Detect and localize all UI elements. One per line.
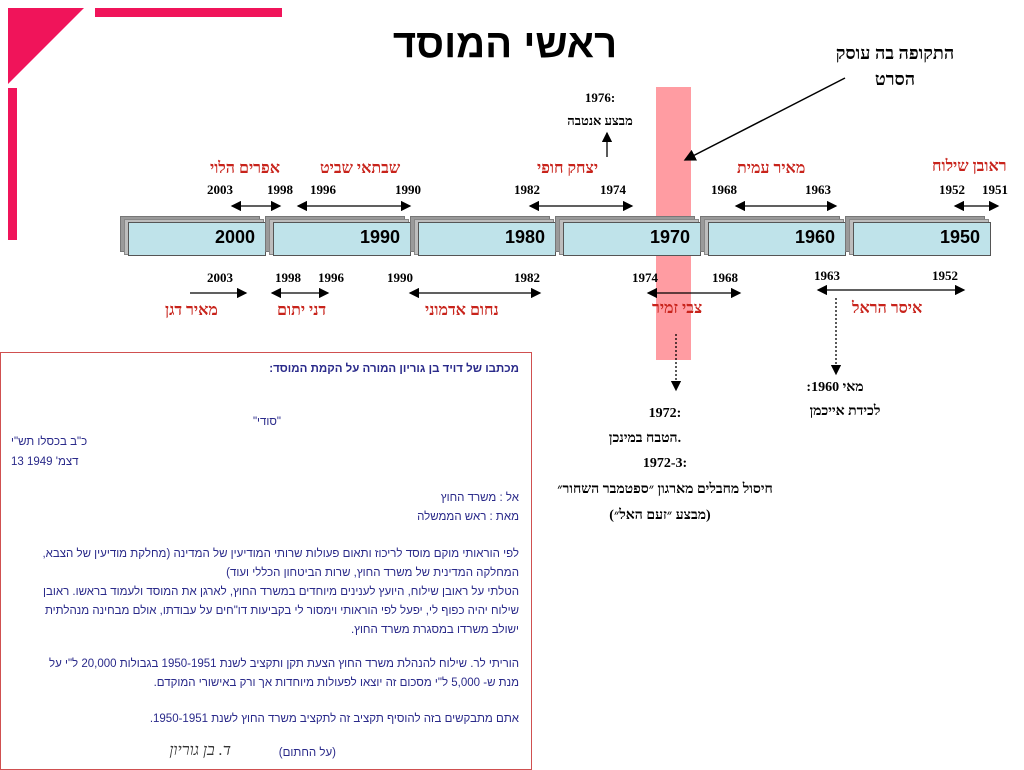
- ben-gurion-letter: מכתבו של דויד בן גוריון המורה על הקמת המ…: [0, 352, 532, 770]
- event-1976-text: מבצע אנטבה: [567, 113, 633, 128]
- letter-signature-label: (על החתום): [278, 747, 336, 759]
- wrath-operation: (מבצע ״זעם האל״): [609, 508, 711, 523]
- bottom-year: 1974: [632, 270, 658, 285]
- decorative-left-bar: [8, 88, 17, 240]
- head-year-to: 1952: [939, 182, 965, 197]
- decade-label: 2000: [214, 227, 255, 247]
- letter-paragraph: המחלקה המדינית של משרד החוץ, שרות הביטחו…: [226, 567, 519, 579]
- decade-box-1970: 1970: [555, 216, 701, 256]
- letter-paragraph: מנת ש- 5,000 ל"י מסכום זה יוצאו לפעולות …: [153, 677, 519, 689]
- letter-header: מכתבו של דויד בן גוריון המורה על הקמת המ…: [269, 363, 519, 375]
- head-name-zvi-zamir: צבי זמיר: [652, 300, 703, 317]
- bottom-year: 1998: [275, 270, 301, 285]
- head-year-from: 1998: [267, 182, 293, 197]
- bottom-year: 1996: [318, 270, 344, 285]
- wrath-year: :1972-3: [642, 456, 688, 471]
- head-name-shabtai-shavit: שבתאי שביט: [320, 160, 401, 177]
- letter-signature: ד. בן גוריון: [169, 742, 231, 759]
- letter-paragraph: הטלתי על ראובן שילוח, היועץ לענינים מיוח…: [43, 586, 519, 598]
- head-year-to: 2003: [207, 182, 233, 197]
- head-year-to: 1982: [514, 182, 540, 197]
- callout-text: התקופה בה עוסק הסרט: [800, 40, 990, 92]
- head-name-reuven-shiloah: ראובן שילוח: [932, 158, 1007, 175]
- head-year-from: 1974: [600, 182, 626, 197]
- bottom-year: 1968: [712, 270, 738, 285]
- decorative-corner-triangle: [8, 8, 84, 84]
- wrath-text: חיסול מחבלים מארגון ״ספטמבר השחור״: [557, 482, 773, 497]
- letter-paragraph: הוריתי לר. שילוח להנהלת משרד החוץ הצעת ת…: [48, 658, 519, 670]
- letter-paragraph: ישולב משרדו במסגרת משרד החוץ.: [350, 624, 519, 636]
- munich-year: :1972: [648, 406, 682, 421]
- bottom-year: 2003: [207, 270, 233, 285]
- letter-paragraph: אתם מתבקשים בזה להוסיף תקציב זה לתקציב מ…: [149, 713, 519, 725]
- decade-box-1950: 1950: [845, 216, 991, 256]
- eichmann-text: לכידת אייכמן: [809, 404, 881, 419]
- head-year-from: 1963: [805, 182, 831, 197]
- decade-box-1980: 1980: [410, 216, 556, 256]
- callout-line-1: התקופה בה עוסק: [835, 43, 955, 63]
- head-year-from: 1951: [982, 182, 1008, 197]
- head-name-nahum-admoni: נחום אדמוני: [425, 302, 499, 319]
- bottom-year: 1982: [514, 270, 540, 285]
- decade-box-2000: 2000: [120, 216, 266, 256]
- head-name-danny-yatom: דני יתום: [277, 302, 327, 319]
- decade-label: 1960: [794, 227, 835, 247]
- letter-date-hebrew: כ"ב בכסלו תש"י: [11, 436, 88, 448]
- event-1976-year: :1976: [584, 90, 616, 105]
- letter-paragraph: לפי הוראותי מוקם מוסד לריכוז ותאום פעולו…: [42, 548, 519, 560]
- letter-paragraph: שילוח יהיה כפוף לי, יפעל לפי הוראותי וימ…: [44, 605, 519, 617]
- head-name-meir-amit: מאיר עמית: [737, 160, 806, 177]
- head-name-meir-dagan: מאיר דגן: [165, 302, 218, 319]
- eichmann-date: מאי 1960:: [806, 380, 864, 395]
- head-name-isser-harel: איסר הראל: [852, 300, 923, 317]
- decade-label: 1970: [649, 227, 690, 247]
- head-year-to: 1968: [711, 182, 737, 197]
- page-title: ראשי המוסד: [392, 22, 618, 66]
- head-year-to: 1996: [310, 182, 336, 197]
- decade-box-1960: 1960: [700, 216, 846, 256]
- munich-text: .הטבח במינכן: [608, 431, 682, 446]
- letter-secret: "סודי": [252, 416, 281, 428]
- decorative-top-bar: [95, 8, 282, 17]
- head-name-yitzhak-hofi: יצחק חופי: [537, 160, 599, 177]
- letter-date-gregorian: 13 דצמ' 1949: [11, 456, 79, 468]
- letter-from: מאת : ראש הממשלה: [417, 511, 519, 523]
- head-name-efraim-halevy: אפרים הלוי: [210, 160, 280, 177]
- decade-label: 1980: [504, 227, 545, 247]
- decade-box-1990: 1990: [265, 216, 411, 256]
- callout-line-2: הסרט: [874, 69, 916, 89]
- bottom-year: 1990: [387, 270, 413, 285]
- bottom-year: 1963: [814, 268, 840, 283]
- letter-to: אל : משרד החוץ: [440, 492, 519, 504]
- head-year-from: 1990: [395, 182, 421, 197]
- decade-label: 1990: [359, 227, 400, 247]
- decade-label: 1950: [939, 227, 980, 247]
- bottom-year: 1952: [932, 268, 958, 283]
